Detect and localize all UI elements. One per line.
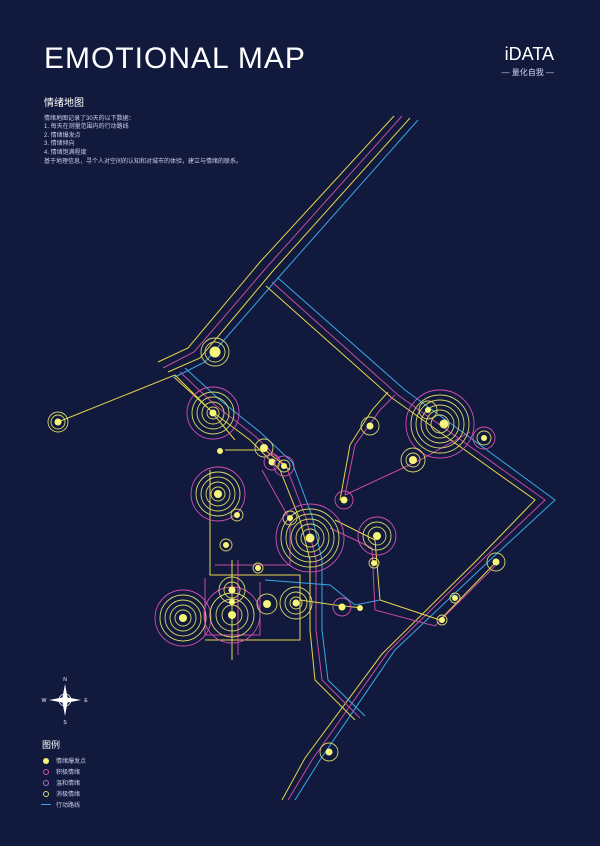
route-line [57,374,236,441]
legend-label: 情绪爆发点 [56,759,87,765]
legend-item-negative: 消极情绪 [40,788,86,799]
emotion-node [405,389,475,459]
route-line [344,394,396,496]
emotion-node [254,438,274,458]
route-line [184,367,366,717]
intro-line: 基于地理信息，寻个人对空间的认知和对城市的体验，建立与情绪的联系。 [44,158,243,165]
emotion-node [357,605,363,611]
emotion-node [332,597,352,617]
intro-block: 情绪地图 情绪地图记录了30天的以下数据： 1. 每天在测量范围内的行动路线 2… [44,98,284,166]
route-line [271,281,546,801]
emotion-node [256,593,278,615]
legend-item-burst: 情绪爆发点 [40,755,86,766]
route-line [329,527,496,627]
emotion-node [357,516,397,556]
emotion-node [319,742,339,762]
emotion-node [252,562,264,574]
emotion-node [334,490,354,510]
compass-needle-ew [49,697,81,703]
route-line [299,599,363,609]
emotion-node [486,552,506,572]
legend: 图例 情绪爆发点 积极情绪 温和情绪 消极情绪 行动路线 [40,738,86,810]
route-line [334,519,499,621]
burst-dot-icon [43,757,49,764]
route-line [174,377,356,721]
intro-line: 1. 每天在测量范围内的行动路线 [44,124,129,131]
intro-line: 3. 情绪倾向 [44,141,75,148]
intro-line: 4. 情绪饱满程度 [44,149,87,156]
legend-heading: 图例 [42,740,61,750]
brand-tagline: — 量化自我 — [501,68,554,77]
route-line [344,431,471,496]
emotion-node [47,411,69,433]
brand-block: iDATA — 量化自我 — [502,44,554,78]
emotion-node [282,510,298,526]
emotion-node [436,614,448,626]
emotion-nodes [47,337,506,762]
emotion-node [200,337,230,367]
route-line [215,469,291,566]
route-line [264,579,381,606]
intro-line: 情绪地图记录了30天的以下数据： [44,115,135,122]
negative-ring-icon [43,790,49,797]
brand-name: iDATA [504,44,554,64]
compass-east: E [84,698,88,704]
emotion-node [472,426,496,450]
emotion-node [190,466,246,522]
legend-item-positive: 积极情绪 [40,766,86,777]
emotion-node [154,589,212,647]
positive-ring-icon [43,768,49,775]
emotion-node [418,400,438,420]
route-line [162,115,403,369]
emotion-node [186,386,240,440]
intro-line: 2. 情绪爆发点 [44,132,81,139]
emotion-node [273,455,295,477]
emotion-node [217,448,223,454]
route-line [277,277,556,801]
legend-item-mild: 温和情绪 [40,777,86,788]
emotion-node [263,453,281,471]
emotion-node [230,508,244,522]
route-line-icon [41,804,51,805]
emotion-node [229,599,235,605]
route-line [157,115,395,363]
emotion-node [275,503,345,573]
route-lines [57,115,556,801]
emotion-node [400,447,426,473]
route-line [179,371,361,719]
route-line [167,117,411,373]
emotion-node [368,557,380,569]
mild-ring-icon [43,779,49,786]
legend-label: 温和情绪 [56,781,81,787]
compass-south: S [63,720,67,726]
legend-item-route: 行动路线 [40,799,86,810]
legend-label: 积极情绪 [56,770,81,776]
intro-heading: 情绪地图 [44,98,84,109]
route-line [172,119,419,379]
emotion-node [449,592,461,604]
legend-label: 消极情绪 [56,792,81,798]
emotion-node [279,586,313,620]
emotion-node [360,416,380,436]
emotion-node [219,538,233,552]
legend-label: 行动路线 [56,803,81,809]
route-line [265,285,536,801]
compass-rose: N S E W [42,677,89,726]
page-title: EMOTIONAL MAP [44,42,306,75]
compass-west: W [42,698,47,704]
compass-north: N [63,677,67,683]
